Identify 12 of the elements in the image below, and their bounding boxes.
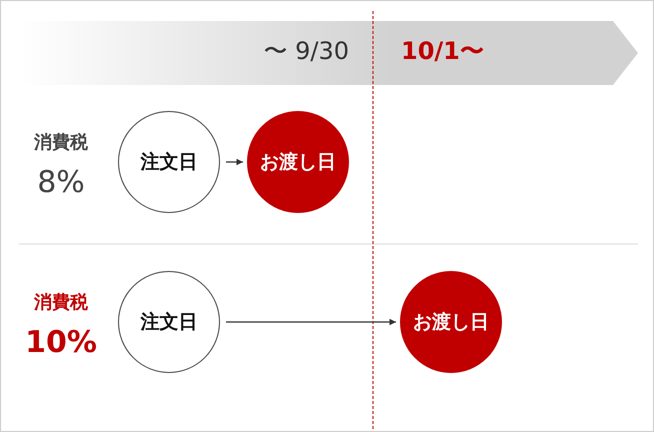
- node-label: 注文日: [140, 150, 198, 175]
- node-label: 注文日: [140, 310, 198, 335]
- node-label: お渡し日: [413, 310, 489, 335]
- tax-rate: 8%: [37, 168, 85, 198]
- node-label: お渡し日: [260, 150, 336, 175]
- arrow: [226, 158, 243, 166]
- tax-label: 消費税: [34, 294, 88, 312]
- arrow: [226, 318, 396, 326]
- tax-label: 消費税: [34, 134, 88, 152]
- date-label: 〜 9/30: [263, 39, 349, 63]
- tax-rate: 10%: [25, 328, 97, 358]
- date-label: 10/1〜: [401, 39, 484, 63]
